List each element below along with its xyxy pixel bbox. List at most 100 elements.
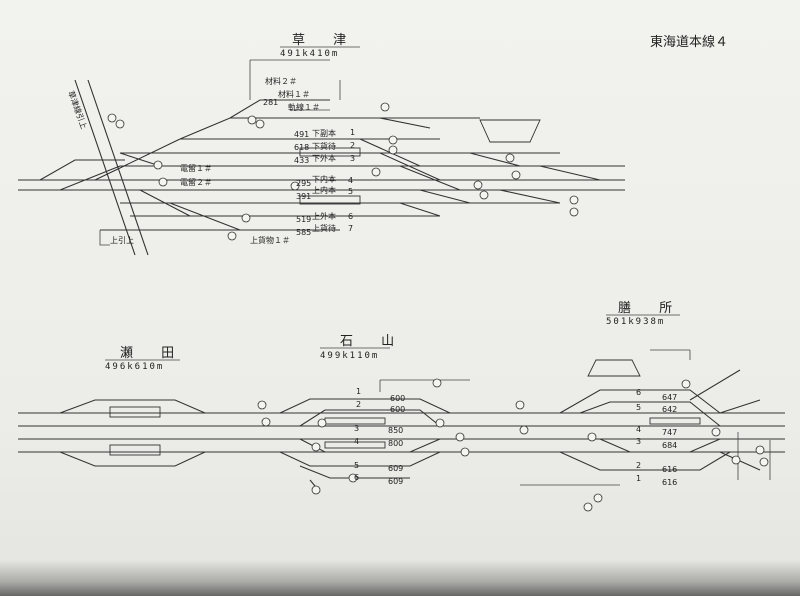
track-number: 1 xyxy=(350,128,355,137)
signal-icon xyxy=(255,119,265,129)
label-281: 281 xyxy=(263,98,278,107)
label-denryu2: 電留２＃ xyxy=(180,177,212,187)
track-length: 684 xyxy=(662,441,677,450)
signal-icon xyxy=(473,180,483,190)
kusatsu-line-diagonal xyxy=(74,79,149,256)
track-lead: 433 xyxy=(294,156,309,165)
zeze-platform-top xyxy=(587,359,641,377)
signal-icon xyxy=(731,455,741,465)
label-zairyo2: 材料２＃ xyxy=(265,76,297,86)
track-name: 下貨待 xyxy=(312,141,336,151)
zeze-track-labels: 6 647 5 642 4 747 3 684 2 616 1 616 xyxy=(636,388,677,487)
track-number: 7 xyxy=(348,224,353,233)
signal-icon xyxy=(593,493,603,503)
track-number: 2 xyxy=(356,400,361,409)
signal-icon xyxy=(681,379,691,389)
signal-icon xyxy=(388,145,398,155)
track-name: 上外本 xyxy=(312,211,336,221)
ishiyama-platform-lower xyxy=(324,441,386,449)
station-km-ishiyama: 499k110m xyxy=(320,351,379,361)
signal-icon xyxy=(479,190,489,200)
track-number: 2 xyxy=(636,461,641,470)
signal-icon xyxy=(153,160,163,170)
track-length: 616 xyxy=(662,465,677,474)
station-name-seta: 瀬 田 xyxy=(120,346,186,361)
track-length: 800 xyxy=(388,439,403,448)
signal-icon xyxy=(158,177,168,187)
signal-icon xyxy=(759,457,769,467)
signal-icon xyxy=(432,378,442,388)
track-lead: 585 xyxy=(296,228,311,237)
signal-icon xyxy=(455,432,465,442)
signal-icon xyxy=(241,213,251,223)
zeze-sidings xyxy=(559,369,761,471)
track-lead: 295 xyxy=(296,179,311,188)
station-name-kusatsu: 草 津 xyxy=(292,33,358,48)
station-km-kusatsu: 491k410m xyxy=(280,49,339,59)
track-number: 5 xyxy=(354,461,359,470)
track-length: 647 xyxy=(662,393,677,402)
signal-icon xyxy=(587,432,597,442)
signal-icon xyxy=(711,427,721,437)
signal-icon xyxy=(348,473,358,483)
signal-icon xyxy=(380,102,390,112)
track-length: 600 xyxy=(390,394,405,403)
seta-sidings xyxy=(59,399,206,467)
signal-icon xyxy=(519,425,529,435)
station-name-ishiyama: 石 山 xyxy=(340,334,406,349)
track-lead: 618 xyxy=(294,143,309,152)
kusatsu-track-labels: 491 下副本 1 618 下貨待 2 433 下外本 3 295 下内本 4 … xyxy=(294,128,355,237)
ishiyama-lead-line xyxy=(379,379,470,392)
zeze-platform-middle xyxy=(649,417,701,425)
track-lead: 391 xyxy=(296,192,311,201)
signal-icon xyxy=(569,195,579,205)
signal-icon xyxy=(257,400,267,410)
track-name: 上貨待 xyxy=(312,223,336,233)
signal-icon xyxy=(115,119,125,129)
kusatsu-platform-1 xyxy=(299,147,361,157)
track-number: 5 xyxy=(636,403,641,412)
station-km-zeze: 501k938m xyxy=(606,317,665,327)
label-kidosen1: 軌線１＃ xyxy=(288,102,320,112)
kusatsu-yard xyxy=(18,59,625,256)
track-name: 下内本 xyxy=(312,174,336,184)
kusatsu-platform-east xyxy=(479,119,541,143)
track-number: 3 xyxy=(636,437,641,446)
signal-icon xyxy=(311,442,321,452)
signal-icon xyxy=(460,447,470,457)
label-kamihikiage: 上引上 xyxy=(110,236,134,245)
signal-icon xyxy=(290,181,300,191)
track-length: 609 xyxy=(388,464,403,473)
ishiyama-track-labels: 1 600 2 600 3 850 4 800 5 609 6 609 xyxy=(354,387,405,486)
seta-platform-lower xyxy=(109,444,161,456)
track-length: 609 xyxy=(388,477,403,486)
signal-icon xyxy=(227,231,237,241)
lower-main-line xyxy=(18,349,785,512)
track-lead: 491 xyxy=(294,130,309,139)
zeze-leader-lines xyxy=(520,349,771,486)
station-name-zeze: 膳 所 xyxy=(618,300,684,316)
signal-icon xyxy=(755,445,765,455)
track-length: 747 xyxy=(662,428,677,437)
signal-icon xyxy=(435,418,445,428)
track-name: 上内本 xyxy=(312,185,336,195)
track-number: 1 xyxy=(636,474,641,483)
track-name: 下副本 xyxy=(312,128,336,138)
signal-icon xyxy=(371,167,381,177)
track-number: 4 xyxy=(636,425,641,434)
signal-icon xyxy=(515,400,525,410)
kusatsu-yard-sidings xyxy=(179,99,480,140)
track-number: 2 xyxy=(350,141,355,150)
signal-icon xyxy=(511,170,521,180)
track-number: 6 xyxy=(348,212,353,221)
track-number: 4 xyxy=(354,437,359,446)
track-number: 3 xyxy=(350,154,355,163)
track-number: 5 xyxy=(348,187,353,196)
signal-icon xyxy=(317,418,327,428)
track-number: 6 xyxy=(354,473,359,482)
track-length: 616 xyxy=(662,478,677,487)
signal-icon xyxy=(583,502,593,512)
sheet-title: 東海道本線４ xyxy=(650,34,728,50)
